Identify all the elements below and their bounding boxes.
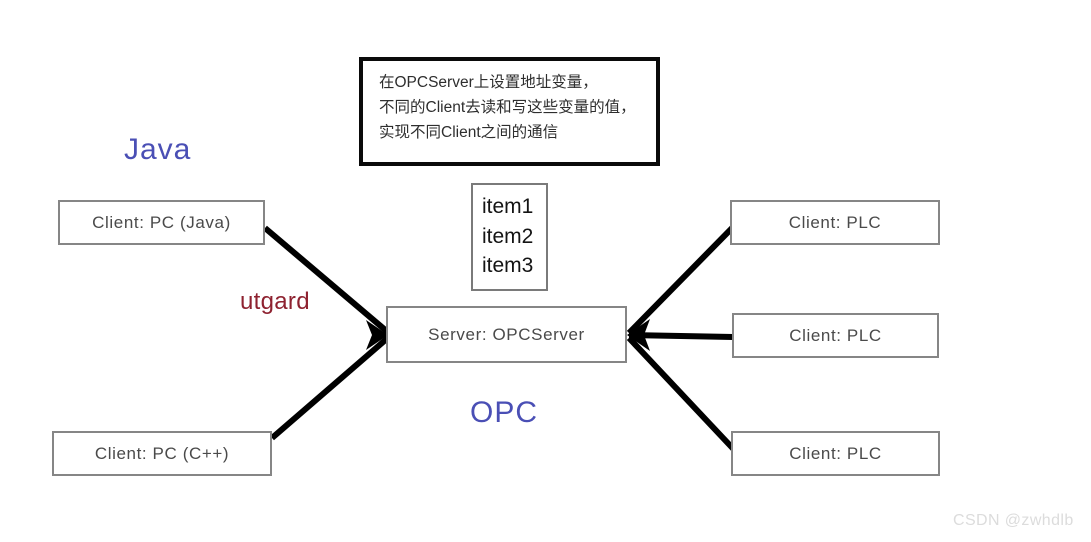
node-client-pc-java[interactable]: Client: PC (Java) [58, 200, 265, 245]
item-3: item3 [482, 254, 534, 278]
note-line-2: 不同的Client去读和写这些变量的值， [379, 99, 636, 117]
arrowhead-server-left [366, 320, 388, 350]
label-java: Java [124, 133, 192, 166]
item-1: item1 [482, 195, 534, 219]
node-client-pc-cpp[interactable]: Client: PC (C++) [52, 431, 272, 476]
label-utgard: utgard [240, 288, 310, 315]
node-client-plc-3[interactable]: Client: PLC [731, 431, 940, 476]
node-client-plc-1[interactable]: Client: PLC [730, 200, 940, 245]
note-line-3: 实现不同Client之间的通信 [379, 124, 559, 142]
edge-java-to-server [263, 225, 392, 337]
note-line-1: 在OPCServer上设置地址变量， [379, 74, 598, 91]
edge-server-to-plc-2 [628, 332, 734, 340]
arrowhead-server-right [627, 319, 650, 351]
edge-cpp-to-server [270, 333, 392, 441]
watermark-csdn: CSDN @zwhdlb [953, 512, 1074, 529]
item-2: item2 [482, 224, 534, 248]
edge-server-to-plc-1 [626, 219, 741, 336]
edge-server-to-plc-3 [626, 335, 743, 459]
label-opc: OPC [470, 396, 539, 429]
node-server-opcserver[interactable]: Server: OPCServer [386, 306, 627, 363]
opc-items-box: item1 item2 item3 [471, 183, 548, 291]
annotation-note-box: 在OPCServer上设置地址变量， 不同的Client去读和写这些变量的值， … [359, 57, 660, 166]
node-client-plc-2[interactable]: Client: PLC [732, 313, 939, 358]
